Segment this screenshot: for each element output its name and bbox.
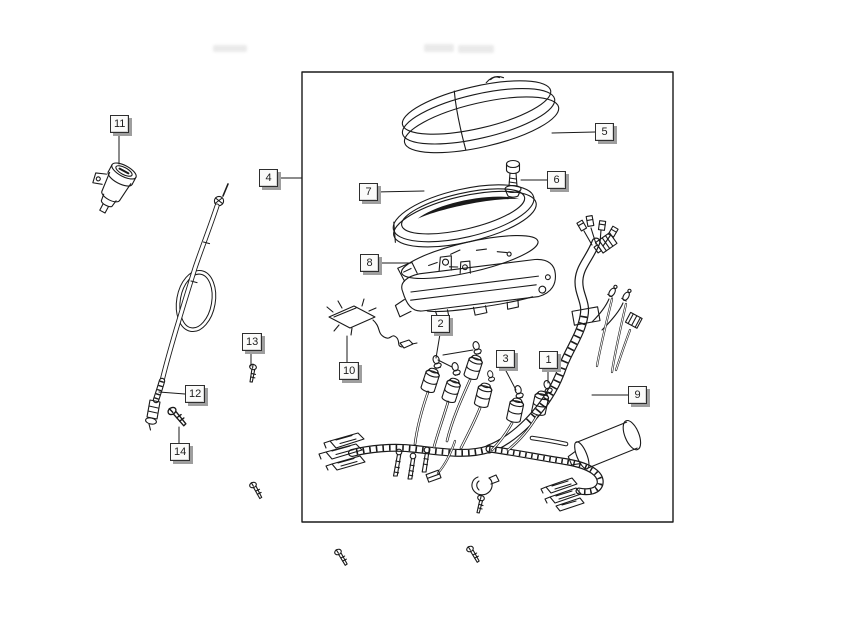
diagram-frame	[301, 71, 674, 523]
indicator-bulb	[485, 369, 496, 383]
watermark-smudge	[458, 45, 494, 53]
wiring-harness-part	[318, 215, 643, 515]
harness-boot	[529, 419, 642, 470]
bulb-socket	[440, 376, 463, 405]
loose-screw	[462, 543, 484, 564]
harness-bolts	[392, 446, 431, 480]
watermark-smudge	[213, 45, 247, 52]
bulb-socket	[473, 381, 494, 410]
indicator-bulb	[471, 340, 483, 356]
part-callout-5[interactable]: 5	[595, 123, 614, 141]
harness-sleeve	[571, 306, 601, 326]
sensor-lead-part	[326, 298, 418, 349]
harness-clamp	[471, 474, 500, 496]
cover-screw-part	[504, 159, 522, 198]
bulb-socket	[462, 353, 485, 382]
socket-wires	[413, 378, 539, 452]
leader-line-7	[377, 190, 425, 193]
harness-right-terminals	[591, 284, 643, 374]
speedometer-cable-part	[145, 183, 229, 431]
indicator-bulb	[450, 361, 462, 377]
loose-screw	[330, 546, 352, 567]
clamp-screw	[469, 491, 492, 515]
meter-lens-part	[392, 184, 537, 248]
part-callout-13[interactable]: 13	[242, 333, 263, 351]
leader-line-2	[442, 349, 474, 356]
leader-line-12	[158, 391, 186, 395]
part-callout-4[interactable]: 4	[259, 169, 278, 187]
meter-cover-part	[401, 76, 560, 154]
part-callout-11[interactable]: 11	[110, 115, 130, 133]
leader-lines	[118, 131, 629, 444]
part-callout-12[interactable]: 12	[185, 385, 206, 403]
part-callout-8[interactable]: 8	[360, 254, 379, 272]
leader-line-5	[551, 131, 596, 134]
part-callout-6[interactable]: 6	[547, 171, 566, 189]
bulb-socket	[505, 396, 526, 424]
small-connector	[425, 469, 442, 483]
screw-part-14	[164, 404, 189, 427]
part-callout-7[interactable]: 7	[359, 183, 378, 201]
part-callout-9[interactable]: 9	[628, 386, 647, 404]
part-callout-1[interactable]: 1	[539, 351, 558, 369]
indicator-bulb	[513, 384, 525, 400]
harness-left-connectors	[318, 432, 366, 471]
watermark-smudge	[424, 44, 454, 52]
ignition-switch-part	[92, 162, 137, 214]
bulb-socket	[419, 366, 442, 395]
harness-right-connectors	[540, 477, 585, 512]
harness-top-connectors	[576, 215, 619, 254]
leader-line-2	[437, 359, 453, 368]
part-callout-3[interactable]: 3	[496, 350, 515, 368]
screw-part-13	[241, 360, 264, 384]
part-callout-2[interactable]: 2	[431, 315, 450, 333]
leader-line-3	[504, 368, 517, 391]
part-callout-10[interactable]: 10	[339, 362, 360, 380]
part-callout-14[interactable]: 14	[170, 443, 191, 461]
leader-line-2	[435, 333, 441, 359]
loose-screw	[244, 479, 267, 500]
